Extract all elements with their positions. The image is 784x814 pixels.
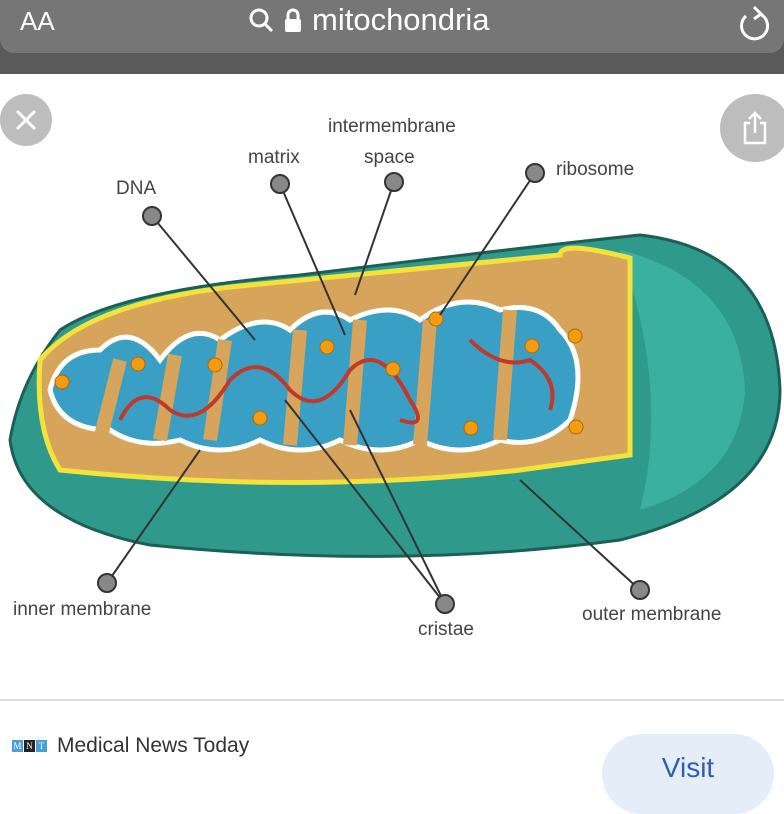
label-matrix: matrix	[248, 147, 300, 168]
ribosomes	[54, 311, 584, 436]
divider	[0, 699, 784, 701]
visit-button[interactable]: Visit	[602, 734, 774, 814]
label-dots	[97, 163, 650, 614]
mitochondria-image	[0, 74, 784, 700]
logo-letter: T	[36, 740, 47, 752]
address-bar[interactable]: AA mitochondria	[0, 0, 784, 53]
logo-letter: N	[24, 740, 35, 752]
close-icon	[15, 109, 37, 131]
url-text: mitochondria	[312, 2, 490, 37]
label-inner-membrane: inner membrane	[13, 599, 152, 620]
label-space: space	[364, 147, 415, 168]
source-info[interactable]: M N T Medical News Today	[12, 734, 249, 758]
leader-lines	[106, 172, 641, 605]
share-icon	[743, 111, 767, 145]
reload-icon[interactable]	[736, 4, 772, 44]
url-field[interactable]: mitochondria	[248, 2, 489, 38]
source-logo: M N T	[12, 740, 47, 752]
close-button[interactable]	[0, 94, 52, 146]
label-cristae: cristae	[418, 619, 474, 640]
source-name: Medical News Today	[57, 734, 250, 757]
label-ribosome: ribosome	[556, 159, 635, 180]
dna-strand	[118, 338, 555, 425]
label-outer-membrane: outer membrane	[582, 604, 722, 625]
matrix-shape	[47, 299, 581, 453]
share-button[interactable]	[720, 94, 784, 162]
search-icon	[249, 8, 274, 33]
lock-icon	[285, 8, 301, 32]
cristae-folds	[93, 309, 517, 446]
label-dna: DNA	[116, 178, 157, 199]
text-size-button[interactable]: AA	[20, 6, 55, 36]
logo-letter: M	[12, 740, 23, 752]
mitochondria-diagram	[8, 163, 782, 614]
label-intermembrane: intermembrane	[328, 116, 456, 137]
